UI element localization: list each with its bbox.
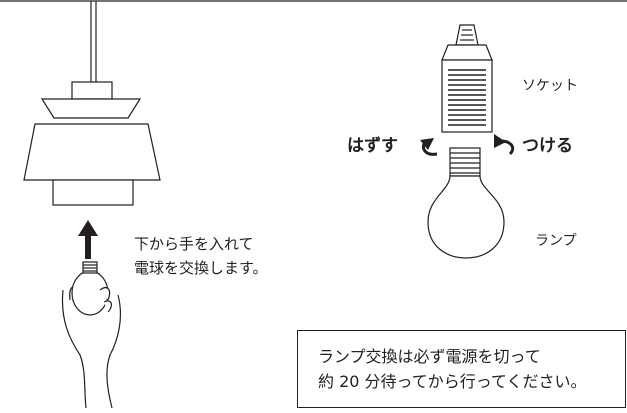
instruction-line-2: 電球を交換します。 (134, 259, 268, 277)
socket-label: ソケット (522, 78, 578, 94)
notice-line-2: 約 20 分待ってから行ってください。 (318, 372, 587, 391)
hand-holding-bulb (61, 261, 122, 409)
attach-label: つける (522, 136, 573, 156)
safety-notice-box: ランプ交換は必ず電源を切って 約 20 分待ってから行ってください。 (297, 330, 626, 408)
pendant-lamp (23, 1, 161, 206)
lamp-bulb-illustration (427, 147, 505, 259)
lamp-label: ランプ (535, 233, 577, 249)
socket-illustration (441, 24, 493, 133)
rotate-attach-arrow-icon (494, 134, 515, 156)
instruction-text: 下から手を入れて 電球を交換します。 (134, 232, 268, 280)
up-arrow-icon (78, 220, 98, 259)
rotate-remove-arrow-icon (420, 138, 438, 156)
instruction-line-1: 下から手を入れて (134, 235, 254, 253)
remove-label: はずす (347, 136, 398, 156)
notice-line-1: ランプ交換は必ず電源を切って (318, 347, 541, 366)
